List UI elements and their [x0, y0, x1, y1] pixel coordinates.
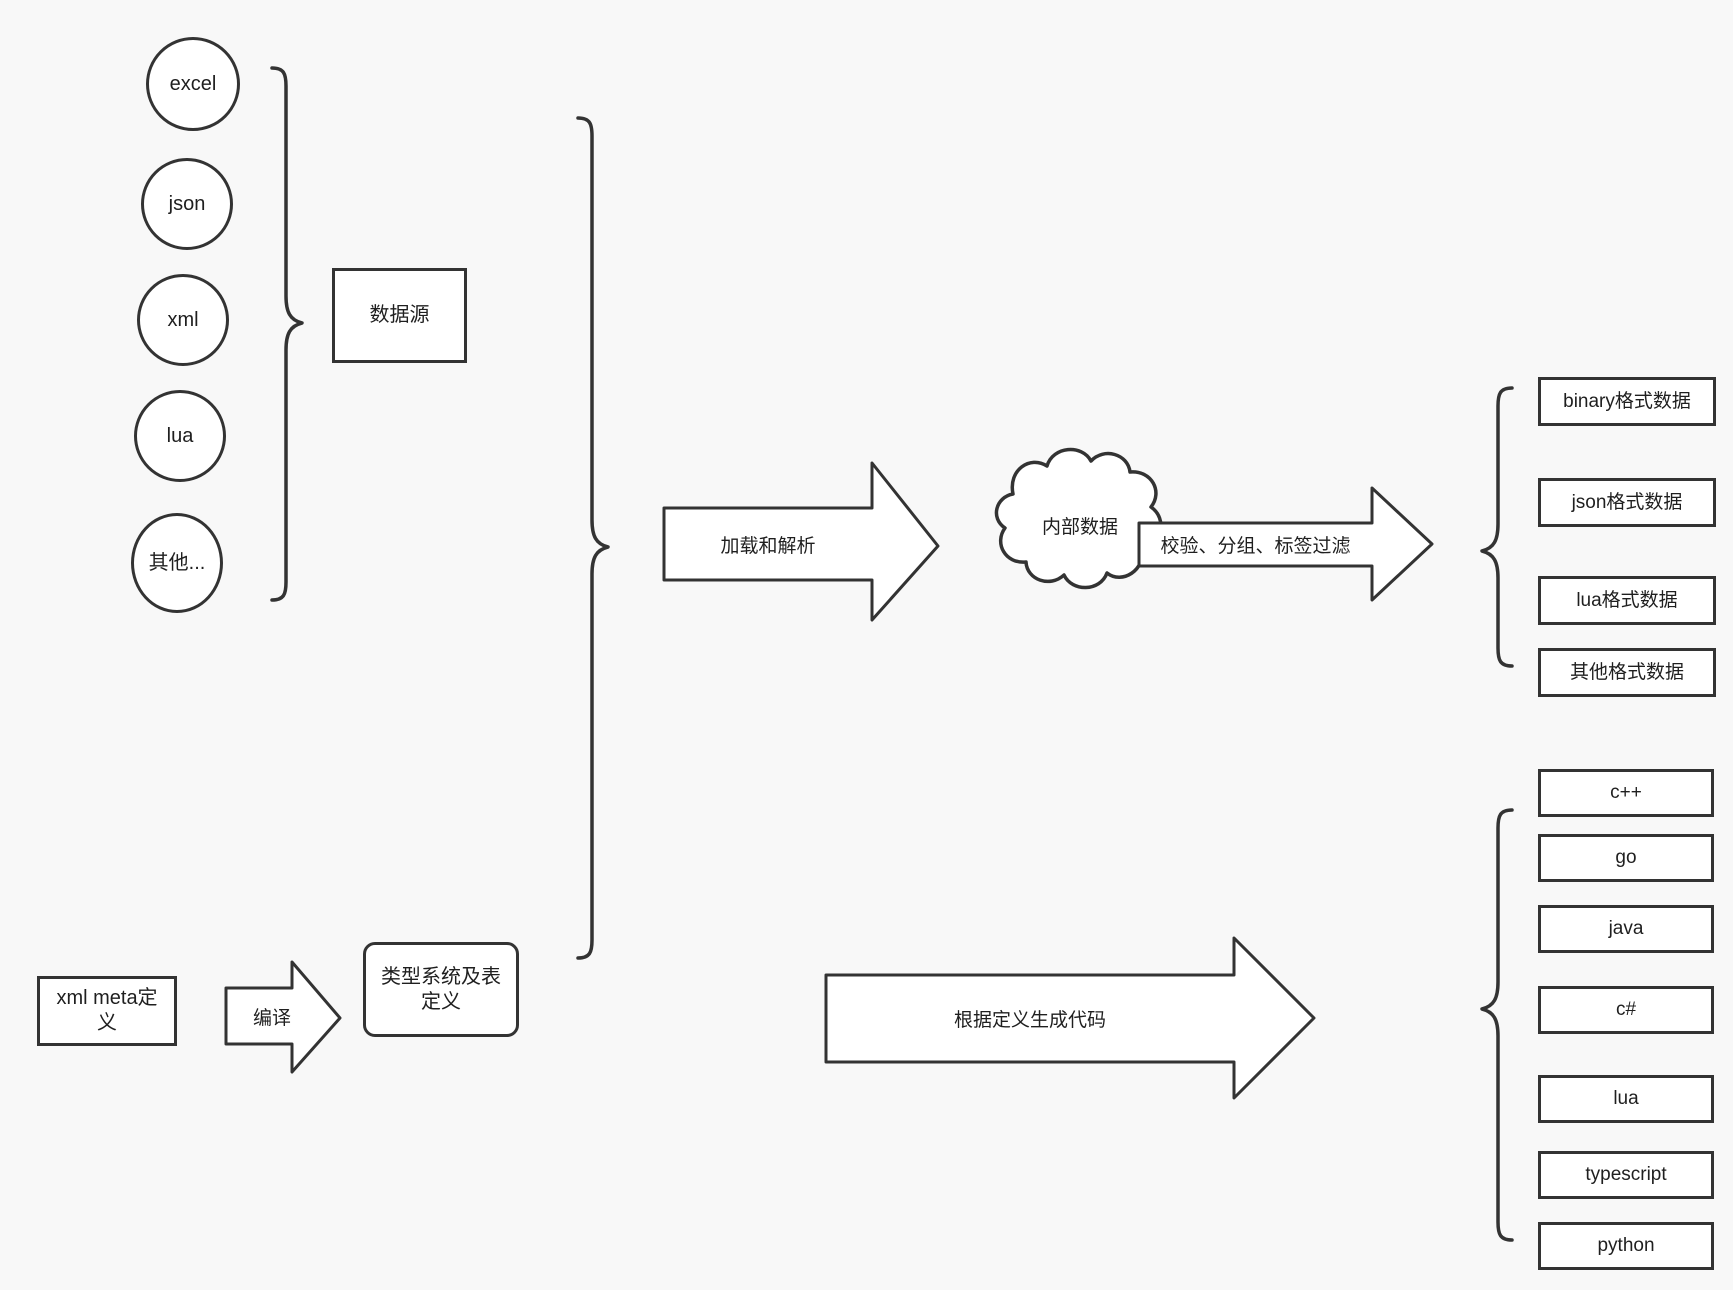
type-system-label: 类型系统及表定义 — [381, 965, 501, 1013]
arrow-label-compile: 编译 — [252, 1007, 291, 1029]
source-node-excel[interactable]: excel — [146, 37, 240, 131]
arrow-validate-group-filter — [1137, 486, 1434, 602]
output-language-label-go: go — [1615, 847, 1637, 869]
output-format-binary[interactable]: binary格式数据 — [1538, 377, 1716, 426]
data-source-box[interactable]: 数据源 — [332, 268, 467, 363]
type-system-box[interactable]: 类型系统及表定义 — [363, 942, 519, 1037]
output-format-label-other: 其他格式数据 — [1569, 661, 1684, 683]
output-language-label-lua: lua — [1613, 1088, 1639, 1110]
source-label-excel: excel — [169, 72, 217, 95]
output-format-other[interactable]: 其他格式数据 — [1538, 648, 1716, 697]
arrow-label-validate: 校验、分组、标签过滤 — [1160, 536, 1351, 557]
arrow-load-parse — [662, 461, 940, 622]
cloud-internal-data — [994, 447, 1163, 590]
arrow-compile — [224, 960, 342, 1074]
arrow-label-load-parse: 加载和解析 — [720, 535, 816, 557]
output-language-label-typescript: typescript — [1585, 1164, 1667, 1186]
output-format-label-lua: lua格式数据 — [1576, 589, 1678, 611]
data-source-label: 数据源 — [369, 304, 430, 326]
output-format-json[interactable]: json格式数据 — [1538, 478, 1716, 527]
source-label-other: 其他... — [148, 551, 206, 574]
output-language-typescript[interactable]: typescript — [1538, 1151, 1714, 1199]
brace-data-formats — [1480, 386, 1514, 668]
output-language-label-csharp: c# — [1615, 999, 1637, 1021]
source-label-xml: xml — [167, 308, 199, 331]
brace-languages — [1480, 808, 1514, 1242]
output-format-label-binary: binary格式数据 — [1563, 390, 1691, 412]
brace-sources — [270, 66, 304, 602]
output-language-label-python: python — [1597, 1235, 1655, 1257]
output-language-go[interactable]: go — [1538, 834, 1714, 882]
output-format-lua[interactable]: lua格式数据 — [1538, 576, 1716, 625]
source-node-json[interactable]: json — [141, 158, 233, 250]
output-language-cpp[interactable]: c++ — [1538, 769, 1714, 817]
output-language-java[interactable]: java — [1538, 905, 1714, 953]
source-label-lua: lua — [166, 424, 194, 447]
output-language-lua[interactable]: lua — [1538, 1075, 1714, 1123]
output-format-label-json: json格式数据 — [1571, 491, 1683, 513]
arrow-label-internal-data: 内部数据 — [1041, 516, 1118, 538]
arrow-codegen — [824, 936, 1316, 1100]
brace-pipeline-input — [576, 116, 610, 960]
output-language-label-cpp: c++ — [1610, 782, 1642, 804]
source-node-xml[interactable]: xml — [137, 274, 229, 366]
source-node-lua[interactable]: lua — [134, 390, 226, 482]
xml-meta-definition-box[interactable]: xml meta定义 — [37, 976, 177, 1046]
output-language-label-java: java — [1608, 918, 1644, 940]
output-language-python[interactable]: python — [1538, 1222, 1714, 1270]
xml-meta-definition-label: xml meta定义 — [56, 987, 158, 1034]
source-label-json: json — [168, 192, 206, 215]
output-language-csharp[interactable]: c# — [1538, 986, 1714, 1034]
source-node-other[interactable]: 其他... — [131, 513, 223, 613]
arrow-label-codegen: 根据定义生成代码 — [953, 1010, 1106, 1031]
